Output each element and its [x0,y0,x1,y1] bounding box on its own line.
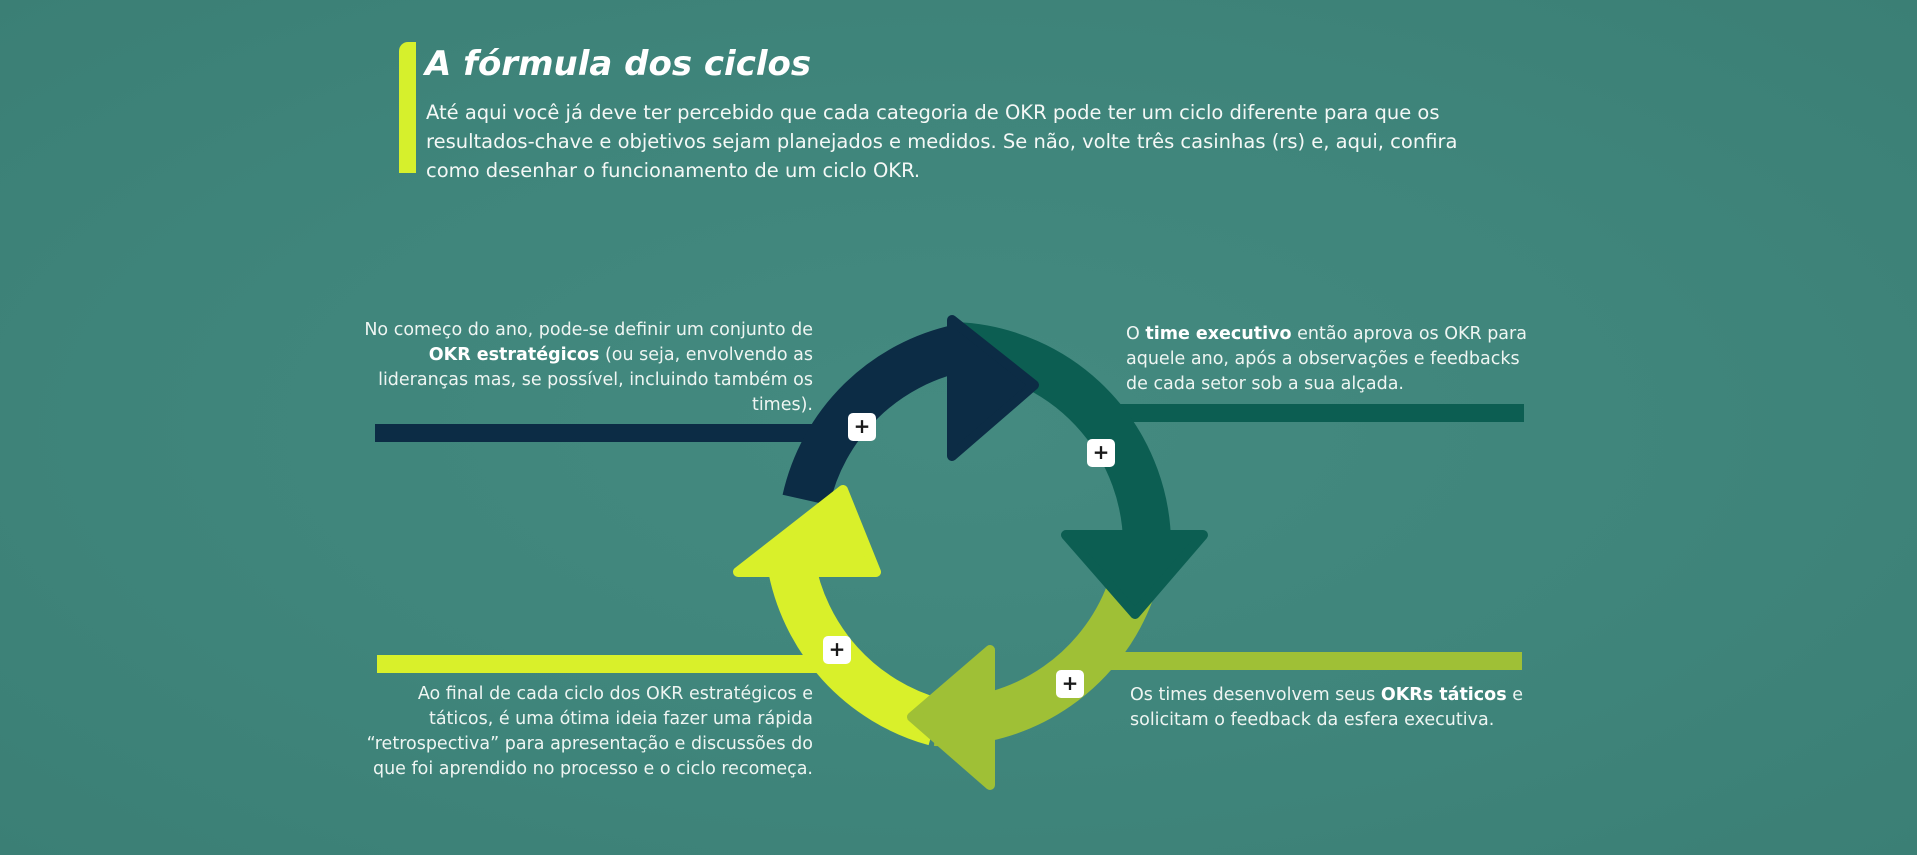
page-title: A fórmula dos ciclos [425,44,812,84]
arrowhead-bottom-right [907,645,995,790]
ring-segment-top-left [782,324,966,506]
step-text-highlight: OKR estratégicos [428,345,600,365]
arrowhead-bottom-left [733,485,881,577]
expand-button-bottom-left[interactable]: + [823,636,851,664]
step-text-bottom-right: Os times desenvolvem seus OKRs táticos e… [1130,683,1550,733]
step-text-run: e solicitam o feedback da esfera executi… [1130,685,1523,730]
expand-button-bottom-right[interactable]: + [1056,670,1084,698]
step-text-run: (ou seja, envolvendo as lideranças mas, … [378,345,813,415]
step-text-run: O [1126,324,1146,344]
plus-icon: + [1093,440,1110,464]
step-text-bottom-left: Ao final de cada ciclo dos OKR estratégi… [360,682,813,782]
expand-button-top-right[interactable]: + [1087,439,1115,467]
band-bottom-right [1080,652,1522,670]
step-text-highlight: OKRs táticos [1380,685,1507,705]
ring-segment-bottom-left [767,558,942,746]
step-text-top-left: No começo do ano, pode-se definir um con… [360,318,813,418]
band-bottom-left [377,655,830,673]
band-top-left [375,424,835,442]
plus-icon: + [1062,671,1079,695]
step-text-highlight: time executivo [1145,324,1292,344]
step-text-run: então aprova os OKR para aquele ano, apó… [1126,324,1527,394]
expand-button-top-left[interactable]: + [848,413,876,441]
arrowhead-top-right [1061,530,1208,619]
step-text-top-right: O time executivo então aprova os OKR par… [1126,322,1546,397]
band-top-right [1080,404,1524,422]
plus-icon: + [829,637,846,661]
step-text-run: No começo do ano, pode-se definir um con… [364,320,813,340]
accent-bar [399,42,416,173]
step-text-run: Ao final de cada ciclo dos OKR estratégi… [366,684,813,779]
arrowhead-top-left [947,315,1039,461]
step-text-run: Os times desenvolvem seus [1130,685,1381,705]
plus-icon: + [854,414,871,438]
intro-paragraph: Até aqui você já deve ter percebido que … [426,101,1458,182]
